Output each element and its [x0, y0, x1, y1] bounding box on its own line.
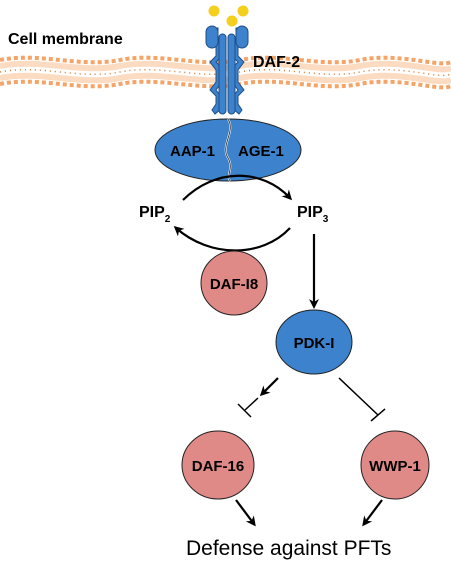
- wwp-1-node: [360, 430, 430, 500]
- daf-2-label: DAF-2: [253, 54, 300, 71]
- daf-18-node: [200, 250, 268, 316]
- pdk-1-node: [275, 309, 353, 375]
- ligand-icon: [208, 5, 249, 27]
- aap-1-label: AAP-1: [170, 143, 215, 160]
- defense-against-pfts-label: Defense against PFTs: [186, 537, 391, 560]
- pdk-1-inhibits-daf-16: [244, 397, 259, 411]
- daf-16-inhibition-bar: [237, 403, 252, 418]
- age-1-label: AGE-1: [238, 143, 284, 160]
- membrane-label: Cell membrane: [8, 31, 123, 48]
- wwp-1-inhibition-bar: [370, 408, 386, 422]
- daf-18-label: DAF-I8: [210, 276, 258, 293]
- pip3-to-pip2-arrow: [173, 226, 291, 252]
- pdk-1-inhibits-wwp-1: [338, 377, 379, 416]
- daf-16-to-defense-arrow: [235, 499, 256, 527]
- pip2-label: PIP2: [139, 204, 171, 225]
- daf-16-label: DAF-16: [192, 458, 245, 475]
- daf-16-node: [181, 430, 255, 500]
- wwp-1-to-defense-arrow: [362, 499, 383, 527]
- pdk-1-activation-arrow: [259, 377, 279, 397]
- daf-2-receptor-icon: [205, 25, 249, 115]
- pdk-1-label: PDK-I: [294, 335, 335, 352]
- wwp-1-label: WWP-1: [369, 458, 421, 475]
- pip3-subscript: 3: [323, 214, 329, 225]
- pip3-label: PIP3: [297, 204, 329, 225]
- pip2-to-pip3-arrow: [182, 174, 293, 201]
- pip2-subscript: 2: [165, 214, 171, 225]
